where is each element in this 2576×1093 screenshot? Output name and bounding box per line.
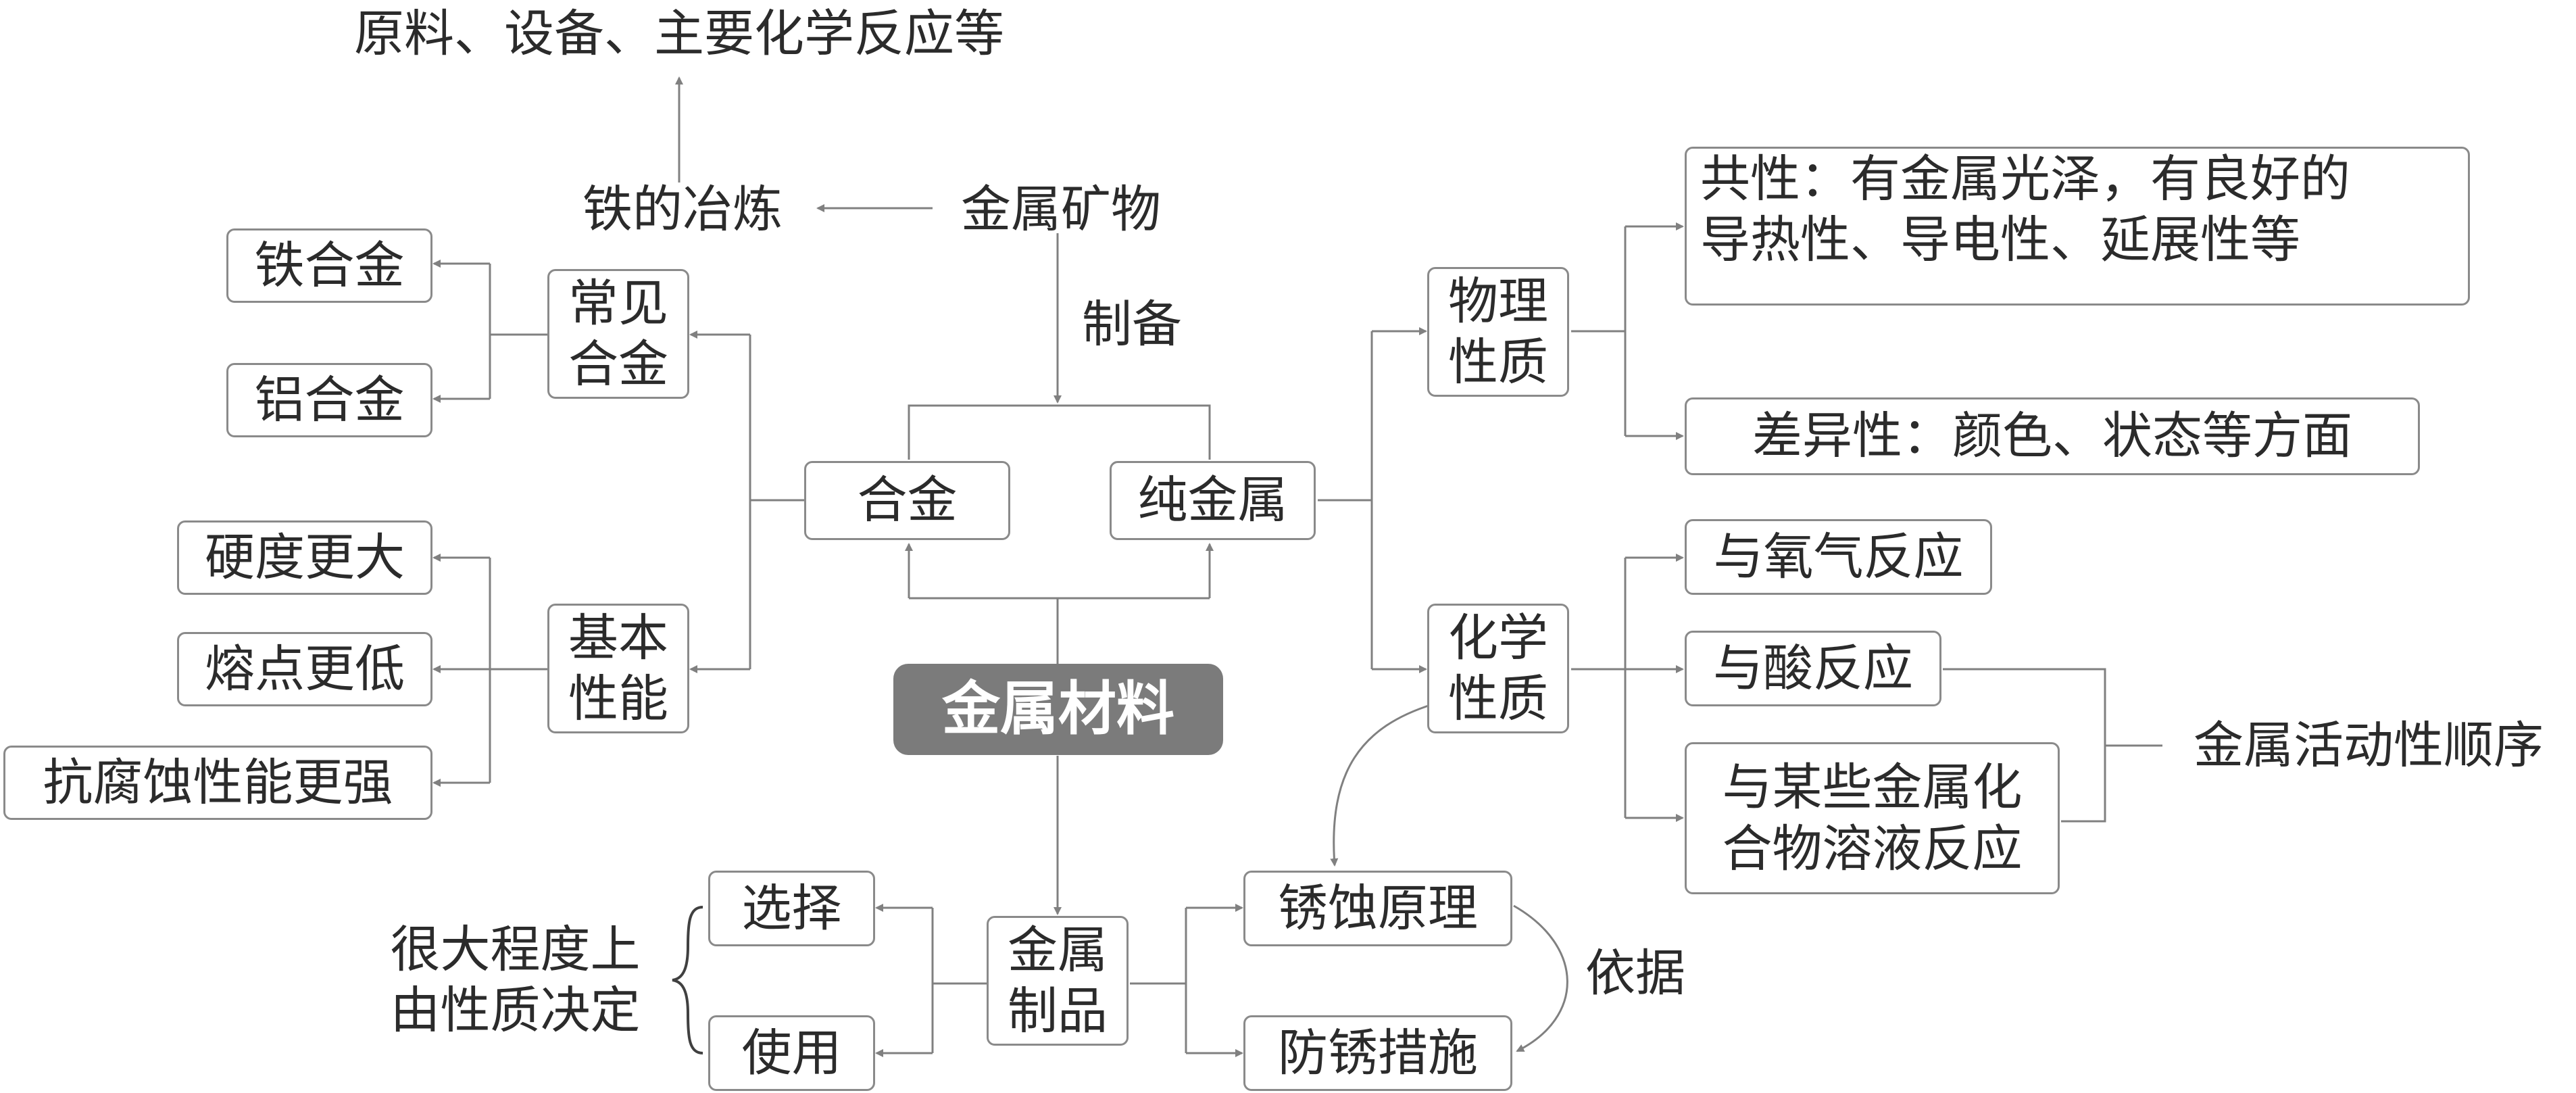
common-alloy-box: 常见合金: [547, 269, 689, 399]
usage-box: 使用: [708, 1015, 875, 1091]
chemical-properties-box: 化学性质: [1427, 604, 1569, 733]
rust-prevention-box: 防锈措施: [1243, 1015, 1512, 1091]
determined-by-properties-label: 很大程度上由性质决定: [390, 920, 641, 1040]
metal-ore-label: 金属矿物: [961, 180, 1161, 239]
commonality-box: 共性：有金属光泽，有良好的导热性、导电性、延展性等: [1685, 147, 2470, 306]
acid-reaction-box: 与酸反应: [1685, 631, 1941, 706]
aluminum-alloy-box: 铝合金: [226, 363, 432, 437]
center-metal-materials: 金属材料: [893, 664, 1223, 755]
rust-principle-box: 锈蚀原理: [1243, 871, 1512, 946]
basis-label: 依据: [1585, 944, 1685, 1002]
curly-brace: [672, 906, 703, 1054]
selection-box: 选择: [708, 871, 875, 946]
prepare-label: 制备: [1082, 295, 1182, 354]
difference-box: 差异性：颜色、状态等方面: [1685, 397, 2420, 475]
hardness-box: 硬度更大: [177, 520, 432, 595]
corrosion-resistance-box: 抗腐蚀性能更强: [3, 746, 432, 820]
basic-performance-box: 基本性能: [547, 604, 689, 733]
pure-metal-box: 纯金属: [1110, 461, 1316, 540]
iron-alloy-box: 铁合金: [226, 228, 432, 303]
salt-solution-reaction-box: 与某些金属化合物溶液反应: [1685, 742, 2060, 894]
alloy-box: 合金: [804, 461, 1010, 540]
melting-point-box: 熔点更低: [177, 632, 432, 706]
activity-series-label: 金属活动性顺序: [2194, 716, 2544, 775]
metal-products-box: 金属制品: [987, 916, 1129, 1046]
oxygen-reaction-box: 与氧气反应: [1685, 519, 1992, 595]
iron-smelting-label: 铁的冶炼: [583, 180, 783, 239]
physical-properties-box: 物理性质: [1427, 267, 1569, 397]
smelting-note: 原料、设备、主要化学反应等: [354, 4, 1004, 63]
